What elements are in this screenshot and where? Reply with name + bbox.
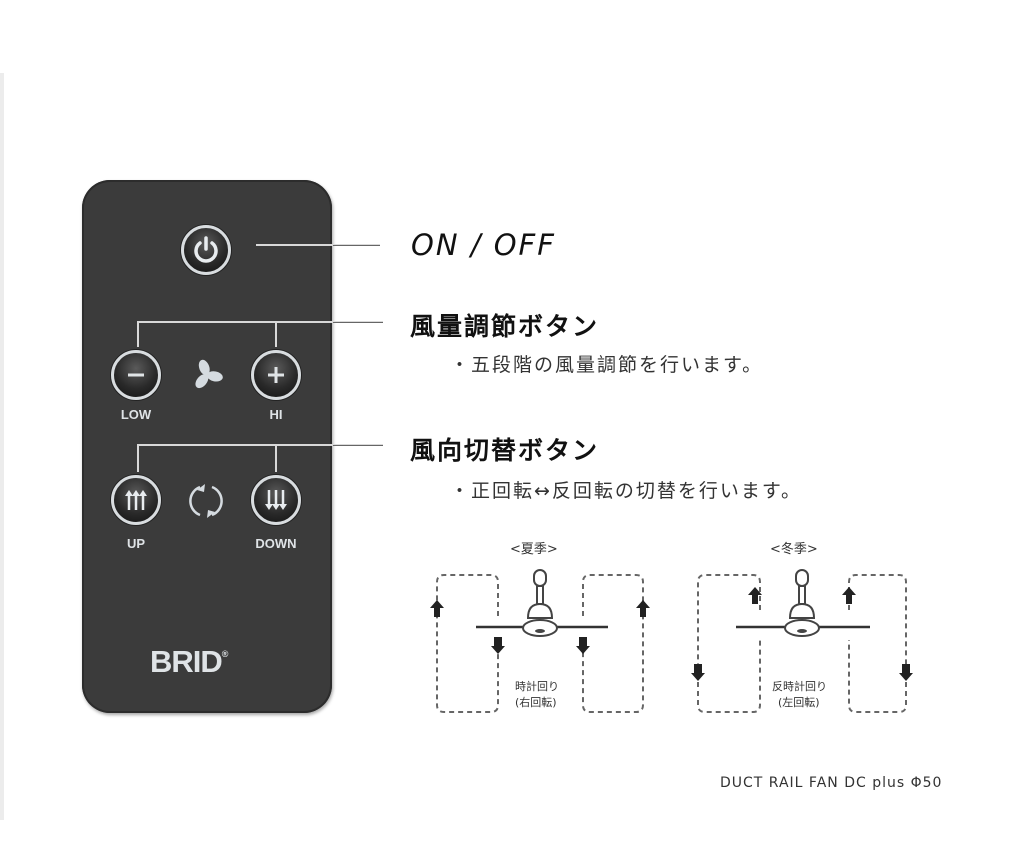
- power-icon: [194, 236, 218, 263]
- ceiling-fan-icon: [476, 569, 608, 637]
- hi-button[interactable]: [251, 350, 301, 400]
- minus-icon: [128, 373, 144, 377]
- down-label: DOWN: [255, 536, 297, 551]
- ceiling-fan-icon: [736, 569, 870, 637]
- summer-caption-line2: (右回転): [515, 696, 557, 709]
- registered-mark: ®: [221, 648, 229, 659]
- power-button[interactable]: [181, 225, 231, 275]
- arrows-up-icon: [125, 490, 147, 510]
- wind-volume-title: 風量調節ボタン: [410, 312, 600, 341]
- hi-label: HI: [269, 407, 283, 422]
- low-button[interactable]: [111, 350, 161, 400]
- brand-name: BRID: [150, 644, 223, 679]
- power-callout-title: ON / OFF: [411, 228, 556, 262]
- wind-direction-callout-line-outer: [333, 445, 383, 446]
- wind-direction-callout-line: [137, 444, 383, 446]
- up-button[interactable]: [111, 475, 161, 525]
- wind-volume-callout-line-outer: [333, 322, 383, 323]
- fan-icon: [195, 359, 223, 389]
- summer-caption-line1: 時計回り: [515, 680, 559, 693]
- winter-label: <冬季>: [770, 542, 818, 557]
- wind-direction-callout-right-drop: [275, 444, 277, 472]
- plus-icon: [268, 367, 284, 383]
- wind-volume-callout-right-drop: [275, 321, 277, 347]
- left-border-strip: [0, 73, 4, 820]
- rotate-icon: [189, 484, 223, 518]
- product-name: DUCT RAIL FAN DC plus Φ50: [720, 775, 943, 791]
- wind-volume-callout-left-drop: [137, 321, 139, 347]
- up-label: UP: [126, 536, 146, 551]
- brand-logo: BRID®: [150, 644, 229, 680]
- wind-direction-description: ・正回転↔反回転の切替を行います。: [450, 480, 803, 502]
- wind-volume-description: ・五段階の風量調節を行います。: [450, 354, 764, 376]
- power-callout-line: [256, 244, 380, 246]
- power-callout-line-outer: [333, 245, 380, 246]
- wind-direction-callout-left-drop: [137, 444, 139, 472]
- low-label: LOW: [120, 407, 152, 422]
- winter-caption-line1: 反時計回り: [772, 680, 827, 693]
- down-button[interactable]: [251, 475, 301, 525]
- wind-direction-title: 風向切替ボタン: [410, 436, 600, 465]
- winter-caption-line2: (左回転): [778, 696, 820, 709]
- summer-airflow-diagram: [430, 569, 650, 713]
- wind-volume-callout-line: [137, 321, 383, 323]
- summer-label: <夏季>: [510, 542, 558, 557]
- winter-airflow-diagram: [691, 569, 913, 713]
- arrows-down-icon: [265, 490, 287, 510]
